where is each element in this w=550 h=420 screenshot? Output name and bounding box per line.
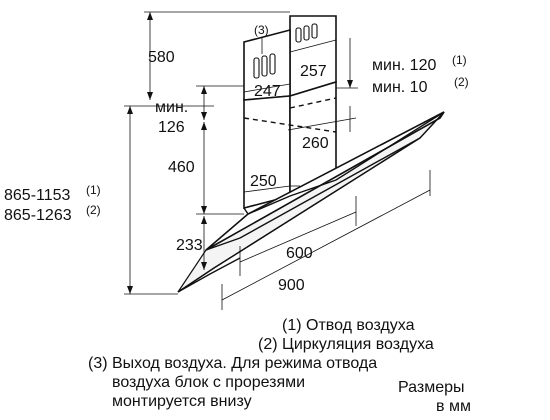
hood-top-outline — [247, 111, 445, 215]
dim-233 — [201, 216, 207, 270]
note-air-extraction: (1) Отвод воздуха — [282, 317, 415, 334]
dim-460 — [196, 122, 244, 215]
vent-slot — [269, 53, 276, 75]
dim-126-label: 126 — [158, 119, 185, 136]
dim-600 — [239, 196, 357, 276]
vent-slot — [261, 55, 268, 77]
dim-580 — [144, 11, 290, 100]
dim-900 — [221, 170, 431, 310]
hood-body — [177, 111, 445, 293]
dim-900-label: 900 — [278, 277, 305, 294]
dim-height-2-label: 865-1263 — [4, 207, 72, 224]
hood-joint — [243, 207, 249, 215]
dim-247 — [243, 83, 291, 93]
chimney-overlap-line — [289, 97, 337, 109]
units-label-line2: в мм — [436, 398, 471, 415]
dim-height-1-label: 865-1153 — [4, 187, 71, 204]
min-120-label: мин. 120 — [372, 57, 436, 74]
min-120-ref: (1) — [452, 53, 467, 67]
chimney-lower — [243, 80, 337, 210]
dim-height-1-ref: (1) — [86, 183, 101, 197]
dim-260 — [287, 106, 357, 132]
slot-callout-label: (3) — [254, 23, 269, 37]
note-air-outlet-line2: воздуха блок с прорезями — [112, 374, 305, 391]
vent-slot — [303, 25, 310, 41]
chimney-upper — [243, 15, 337, 101]
dim-126-min-label: мин. — [155, 99, 188, 116]
vent-slot — [311, 23, 318, 39]
dim-height-2-ref: (2) — [86, 203, 101, 217]
dim-250 — [243, 185, 300, 193]
vent-slot — [295, 27, 302, 43]
dim-126 — [196, 85, 244, 120]
hood-inner-edge — [205, 137, 421, 251]
dim-233-label: 233 — [176, 237, 203, 254]
note-air-outlet-line1: (3) Выход воздуха. Для режима отвода — [88, 355, 377, 372]
dim-min-gap — [336, 38, 358, 89]
dim-247-label: 247 — [254, 83, 281, 100]
min-10-label: мин. 10 — [372, 79, 428, 96]
dim-total-height — [124, 105, 214, 295]
min-10-ref: (2) — [454, 75, 469, 89]
dim-600-label: 600 — [286, 245, 313, 262]
vent-slot — [253, 57, 260, 79]
hood-front-edge — [177, 111, 445, 293]
units-label-line1: Размеры — [398, 379, 465, 396]
dim-460-label: 460 — [168, 159, 195, 176]
chimney-overlap-line — [243, 117, 337, 133]
dim-257-label: 257 — [300, 63, 327, 80]
note-air-outlet-line3: монтируется внизу — [112, 393, 252, 410]
note-air-recirculation: (2) Циркуляция воздуха — [258, 336, 434, 353]
hood-bottom-edge — [177, 257, 241, 293]
dim-260-label: 260 — [302, 135, 329, 152]
dim-257 — [289, 39, 337, 53]
dim-250-label: 250 — [250, 173, 277, 190]
dim-580-label: 580 — [148, 49, 175, 66]
